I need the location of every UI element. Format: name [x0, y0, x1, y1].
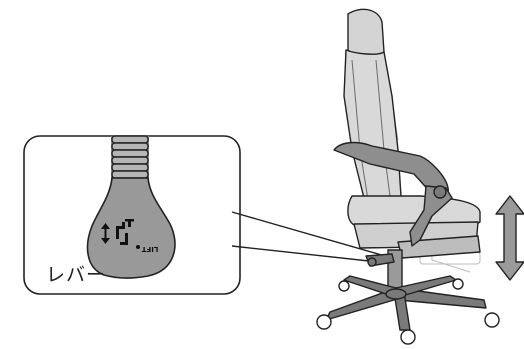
double-arrow-icon [496, 196, 524, 280]
lever-dot [136, 245, 140, 249]
lever-shaft [111, 136, 149, 180]
lever-label: レバー [46, 266, 106, 285]
chair-backrest [344, 50, 402, 218]
lever-text: LIFT [141, 245, 158, 253]
chair-headrest [348, 9, 384, 56]
office-chair [317, 9, 499, 344]
